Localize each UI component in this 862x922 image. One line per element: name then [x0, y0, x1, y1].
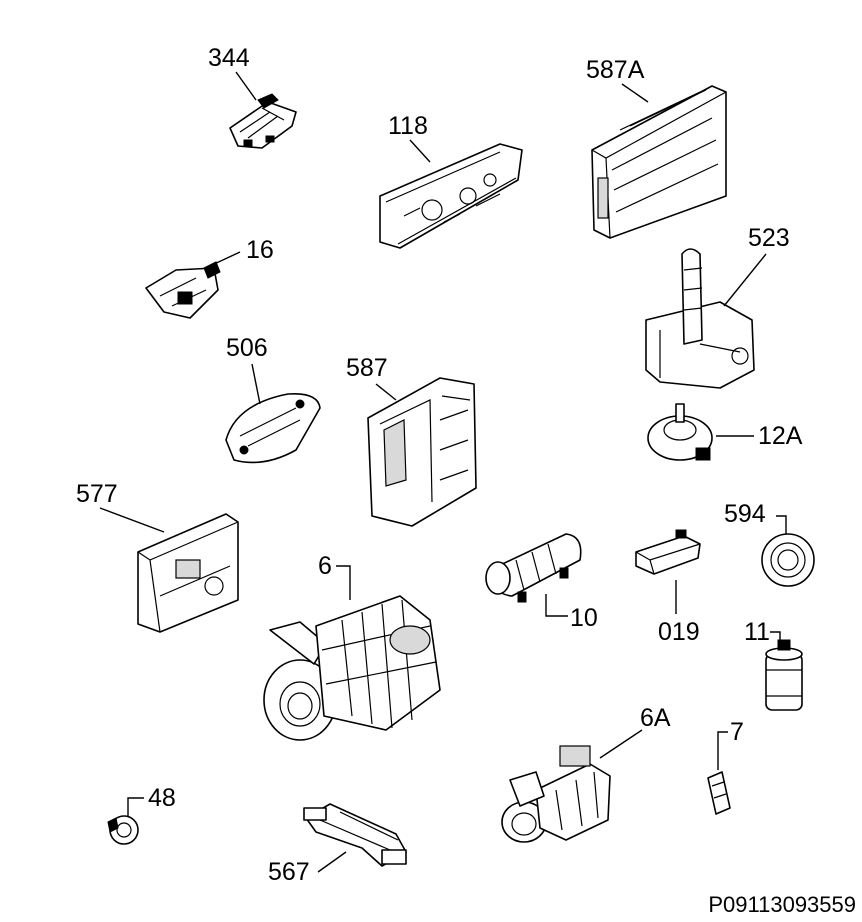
callout-7: 7 — [717, 718, 744, 770]
callout-16: 16 — [209, 236, 274, 267]
callout-6: 6 — [318, 552, 351, 600]
part-6A-drawing[interactable] — [501, 745, 611, 843]
part-344-drawing[interactable] — [229, 93, 297, 149]
part-523-drawing[interactable] — [645, 248, 755, 389]
callout-587A-label: 587A — [586, 56, 645, 84]
callout-577-label: 577 — [76, 480, 118, 508]
callout-6-label: 6 — [318, 552, 332, 580]
part-594-drawing[interactable] — [761, 533, 815, 587]
callout-11-label: 11 — [744, 618, 770, 646]
callout-16-label: 16 — [246, 236, 274, 264]
callout-567: 567 — [268, 851, 347, 886]
callout-10-label: 10 — [570, 604, 598, 632]
callout-587: 587 — [346, 354, 397, 401]
part-118-drawing[interactable] — [379, 143, 523, 249]
part-11-drawing[interactable] — [765, 639, 803, 711]
callout-344-label: 344 — [208, 44, 250, 72]
callout-506-label: 506 — [226, 334, 268, 362]
callout-11: 11 — [744, 618, 781, 646]
part-019-drawing[interactable] — [635, 529, 701, 575]
callout-577: 577 — [76, 480, 165, 533]
callout-12A: 12A — [716, 422, 803, 450]
part-48-drawing[interactable] — [107, 815, 139, 845]
part-587A-drawing[interactable] — [591, 85, 727, 239]
callout-10: 10 — [545, 594, 598, 632]
part-587-drawing[interactable] — [367, 377, 477, 527]
callout-019: 019 — [658, 580, 700, 646]
callout-019-label: 019 — [658, 618, 700, 646]
part-506-drawing[interactable] — [225, 392, 321, 464]
part-577-drawing[interactable] — [137, 513, 239, 633]
callout-118: 118 — [388, 112, 431, 163]
part-10-drawing[interactable] — [485, 533, 582, 603]
part-567-drawing[interactable] — [303, 803, 407, 867]
callout-6A-label: 6A — [640, 704, 671, 732]
callout-594: 594 — [724, 500, 787, 534]
callout-587-label: 587 — [346, 354, 388, 382]
callout-523: 523 — [723, 224, 790, 307]
part-12A-drawing[interactable] — [647, 403, 713, 461]
part-7-drawing[interactable] — [707, 771, 731, 815]
callout-567-label: 567 — [268, 858, 310, 886]
callout-48: 48 — [127, 784, 176, 816]
callout-344: 344 — [208, 44, 257, 101]
callout-523-label: 523 — [748, 224, 790, 252]
callout-6A: 6A — [599, 704, 671, 759]
drawing-code: P09113093559 — [708, 892, 856, 917]
callout-594-label: 594 — [724, 500, 766, 528]
callout-12A-label: 12A — [758, 422, 803, 450]
callout-7-label: 7 — [730, 718, 744, 746]
part-16-drawing[interactable] — [145, 261, 221, 319]
callout-48-label: 48 — [148, 784, 176, 812]
callout-506: 506 — [226, 334, 268, 405]
callout-587A: 587A — [586, 56, 649, 103]
callout-118-label: 118 — [388, 112, 428, 140]
part-6-drawing[interactable] — [263, 595, 441, 741]
